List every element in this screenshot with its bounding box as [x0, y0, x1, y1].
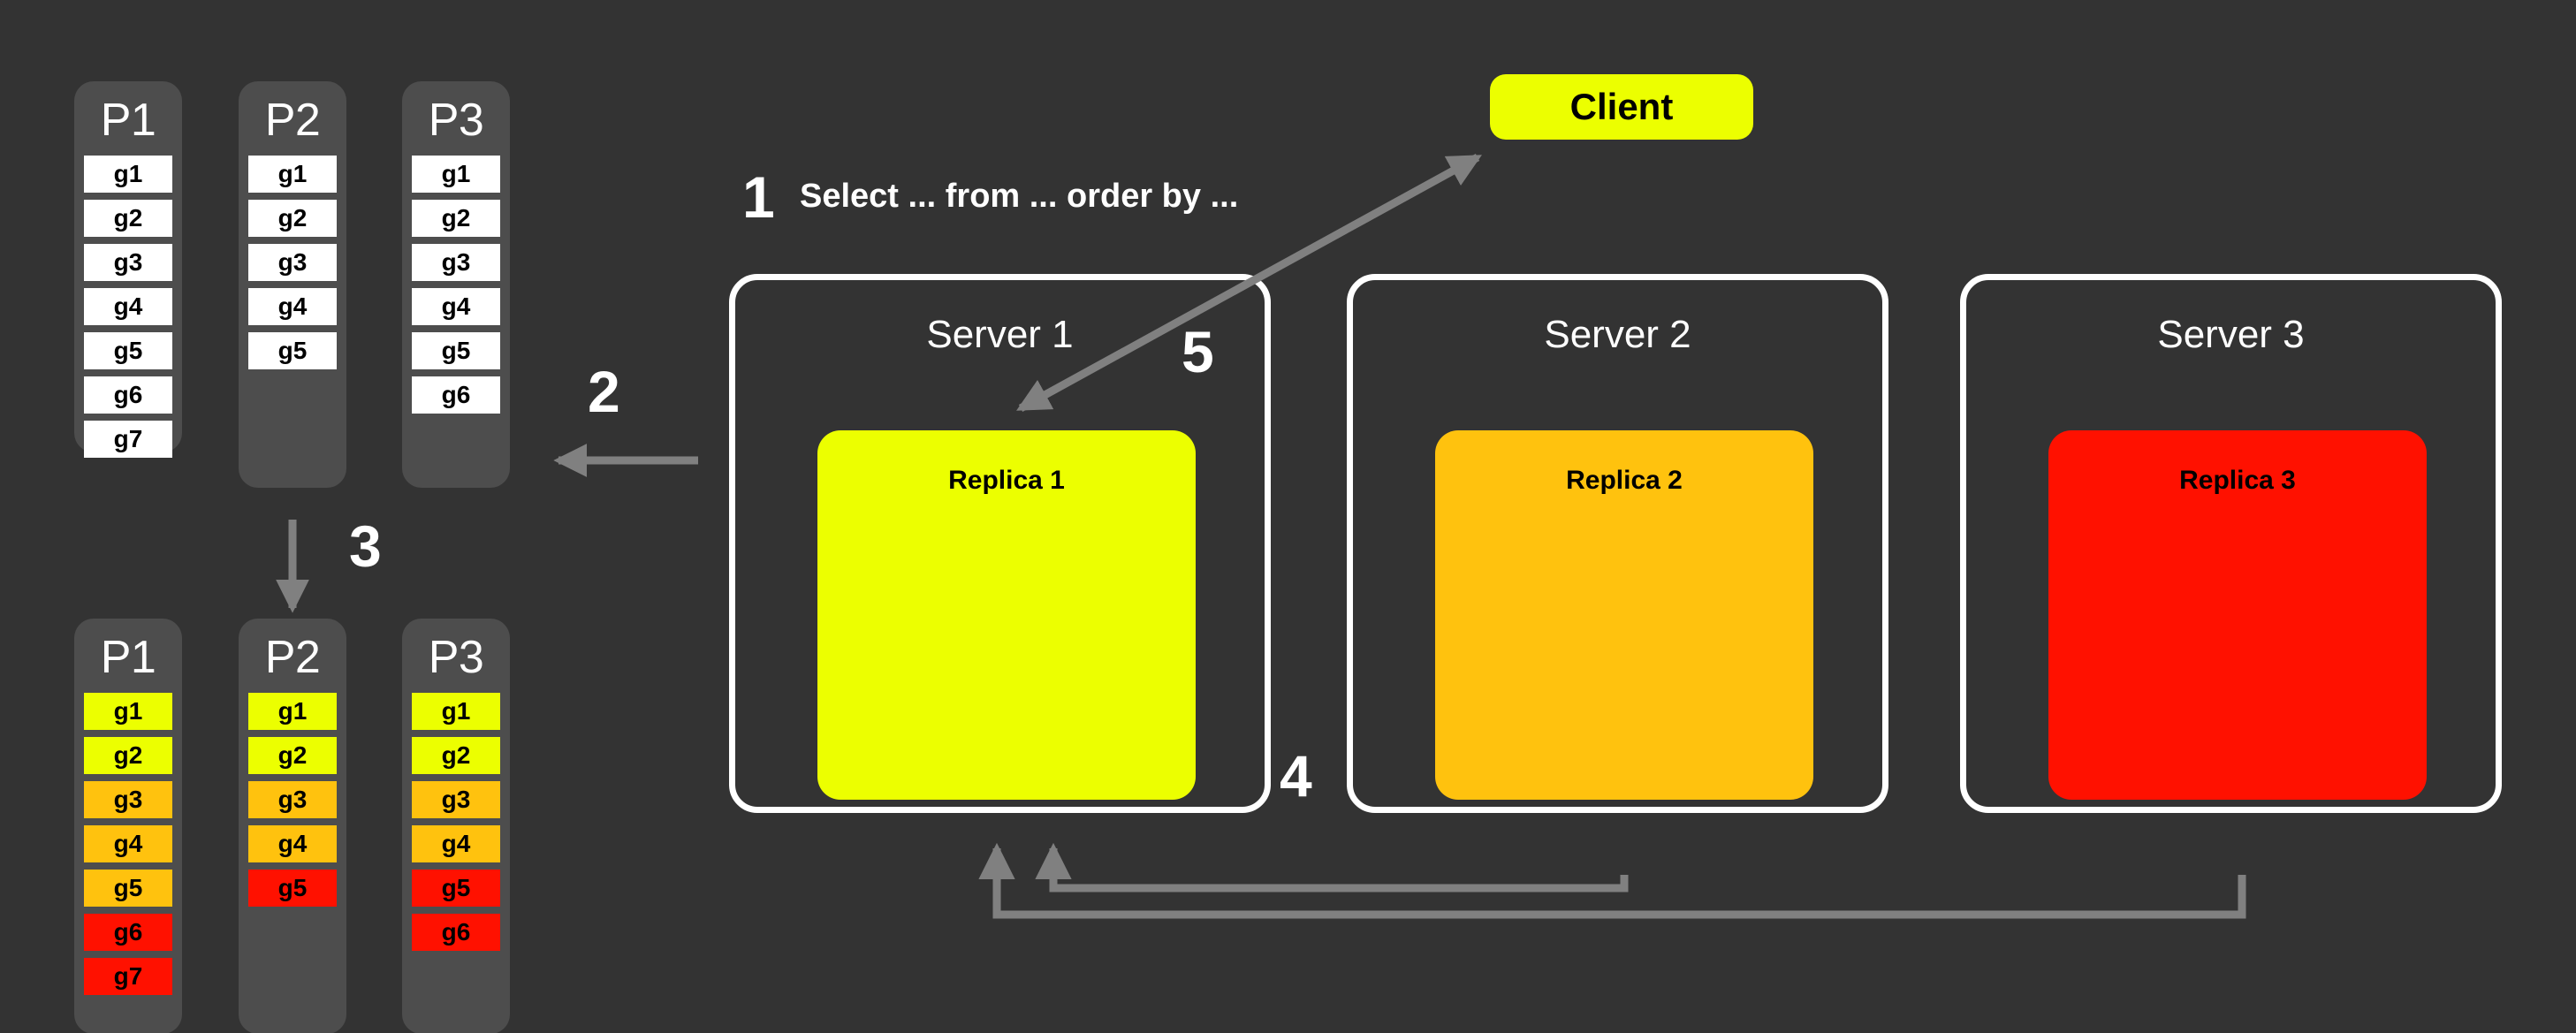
client-box[interactable]: Client: [1490, 74, 1753, 140]
partition-cell: g3: [84, 781, 172, 818]
cell-stack: g1 g2 g3 g4 g5: [239, 156, 346, 376]
partition-cell: g2: [412, 737, 500, 774]
partition-title: P3: [428, 632, 484, 683]
server-title: Server 2: [1544, 313, 1691, 356]
partition-title: P2: [264, 95, 321, 146]
partition-cell: g4: [412, 825, 500, 862]
partition-cell: g2: [248, 737, 337, 774]
partition-cell: g7: [84, 958, 172, 995]
partition-cell: g4: [84, 288, 172, 325]
server-panel-1: Server 1 Replica 1: [729, 274, 1271, 813]
partition-title: P1: [100, 632, 156, 683]
arrow-step-4-server2: [1035, 842, 1629, 892]
partition-cell: g1: [84, 156, 172, 193]
partition-cell: g4: [84, 825, 172, 862]
partition-cell: g6: [412, 376, 500, 414]
partition-column-bottom-p1: P1 g1 g2 g3 g4 g5 g6 g7: [74, 619, 182, 1033]
partition-cell: g3: [412, 244, 500, 281]
client-label: Client: [1569, 86, 1674, 127]
server-panel-2: Server 2 Replica 2: [1347, 274, 1888, 813]
cell-stack: g1 g2 g3 g4 g5 g6: [402, 693, 510, 958]
partition-cell: g5: [248, 870, 337, 907]
partition-cell: g3: [248, 781, 337, 818]
partition-column-top-p3: P3 g1 g2 g3 g4 g5 g6: [402, 81, 510, 488]
partition-title: P1: [100, 95, 156, 146]
partition-cell: g3: [84, 244, 172, 281]
replica-box-1[interactable]: Replica 1: [817, 430, 1196, 800]
cell-stack: g1 g2 g3 g4 g5: [239, 693, 346, 914]
replica-label: Replica 3: [2179, 466, 2296, 495]
partition-cell: g5: [248, 332, 337, 369]
replica-box-3[interactable]: Replica 3: [2048, 430, 2427, 800]
partition-title: P2: [264, 632, 321, 683]
partition-cell: g6: [84, 914, 172, 951]
partition-column-top-p1: P1 g1 g2 g3 g4 g5 g6 g7: [74, 81, 182, 458]
partition-cell: g5: [412, 870, 500, 907]
partition-cell: g4: [248, 825, 337, 862]
server-panel-3: Server 3 Replica 3: [1960, 274, 2502, 813]
replica-box-2[interactable]: Replica 2: [1435, 430, 1813, 800]
cell-stack: g1 g2 g3 g4 g5 g6: [402, 156, 510, 421]
partition-cell: g2: [84, 737, 172, 774]
partition-cell: g5: [412, 332, 500, 369]
partition-cell: g6: [84, 376, 172, 414]
partition-cell: g4: [248, 288, 337, 325]
step-number-3: 3: [349, 513, 382, 579]
partition-cell: g1: [412, 693, 500, 730]
partition-cell: g5: [84, 870, 172, 907]
partition-cell: g2: [84, 200, 172, 237]
partition-cell: g1: [84, 693, 172, 730]
partition-title: P3: [428, 95, 484, 146]
step-number-4: 4: [1280, 743, 1312, 809]
partition-cell: g1: [248, 156, 337, 193]
partition-cell: g5: [84, 332, 172, 369]
arrow-step-4-server3: [978, 842, 2246, 919]
server-title: Server 3: [2157, 313, 2305, 356]
query-text: Select ... from ... order by ...: [800, 178, 1239, 215]
partition-cell: g1: [248, 693, 337, 730]
partition-column-top-p2: P2 g1 g2 g3 g4 g5: [239, 81, 346, 488]
replica-label: Replica 2: [1566, 466, 1683, 495]
partition-cell: g7: [84, 421, 172, 458]
partition-cell: g4: [412, 288, 500, 325]
cell-stack: g1 g2 g3 g4 g5 g6 g7: [74, 156, 182, 465]
partition-cell: g3: [248, 244, 337, 281]
partition-cell: g6: [412, 914, 500, 951]
partition-cell: g3: [412, 781, 500, 818]
step-number-1: 1: [742, 164, 775, 230]
partition-column-bottom-p2: P2 g1 g2 g3 g4 g5: [239, 619, 346, 1033]
partition-cell: g2: [412, 200, 500, 237]
step-number-5: 5: [1182, 319, 1214, 384]
partition-cell: g2: [248, 200, 337, 237]
replica-label: Replica 1: [948, 466, 1065, 495]
partition-column-bottom-p3: P3 g1 g2 g3 g4 g5 g6: [402, 619, 510, 1033]
partition-cell: g1: [412, 156, 500, 193]
step-number-2: 2: [588, 359, 620, 424]
cell-stack: g1 g2 g3 g4 g5 g6 g7: [74, 693, 182, 1002]
